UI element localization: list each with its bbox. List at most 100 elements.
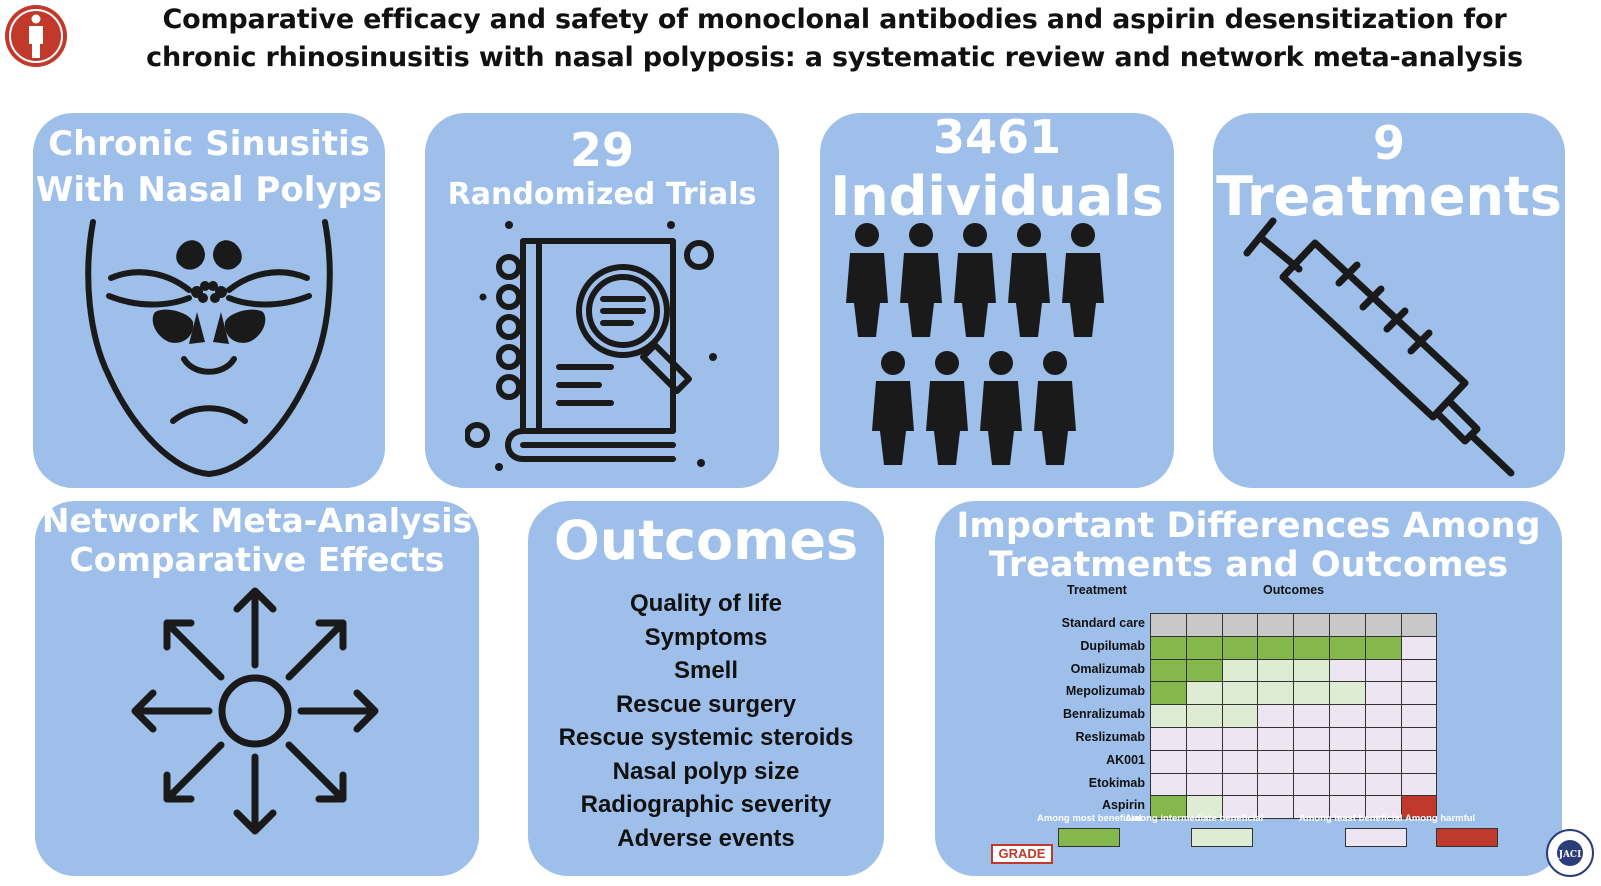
grade-logo: GRADE bbox=[991, 844, 1053, 864]
journal-seal-text: JACI bbox=[1558, 850, 1582, 860]
crswnp-card: Chronic Sinusitis With Nasal Polyps bbox=[33, 113, 385, 488]
grid-cell bbox=[1329, 658, 1366, 683]
grid-cell bbox=[1257, 681, 1295, 706]
grid-cell bbox=[1150, 772, 1187, 797]
grid-cell bbox=[1293, 635, 1330, 660]
title-line-2: chronic rhinosinusitis with nasal polypo… bbox=[146, 42, 1523, 73]
grid-cell bbox=[1293, 749, 1330, 774]
treatment-label: Etokimab bbox=[1088, 775, 1145, 790]
treatments-label: Treatments bbox=[1216, 165, 1562, 228]
grid-cell bbox=[1257, 613, 1295, 637]
individuals-number: 3461 bbox=[932, 113, 1062, 164]
nma-title-line-1: Network Meta-Analysis bbox=[41, 501, 473, 540]
legend-swatch bbox=[1058, 828, 1120, 847]
crswnp-title-line-1: Chronic Sinusitis bbox=[48, 124, 370, 164]
grid-cell bbox=[1221, 658, 1259, 683]
grid-cell bbox=[1400, 727, 1438, 751]
outcome-item: Smell bbox=[673, 657, 739, 684]
outcome-item: Nasal polyp size bbox=[612, 757, 800, 785]
individuals-card: 3461 Individuals bbox=[820, 113, 1174, 488]
grid-cell bbox=[1185, 749, 1223, 774]
grid-cell bbox=[1364, 635, 1402, 660]
grid-cell bbox=[1329, 635, 1366, 660]
legend-label: Among most beneficial bbox=[1037, 813, 1142, 824]
grid-cell bbox=[1293, 772, 1330, 797]
grid-cell bbox=[1185, 772, 1223, 797]
grid-cell bbox=[1293, 613, 1330, 637]
outcomes-column-header: Outcomes bbox=[1263, 583, 1325, 597]
journal-seal-icon: JACI bbox=[1546, 829, 1594, 877]
grid-cell bbox=[1150, 727, 1187, 751]
grid-cell bbox=[1364, 704, 1402, 728]
grid-cell bbox=[1150, 749, 1187, 774]
grid-cell bbox=[1150, 613, 1187, 637]
outcome-item: Radiographic severity bbox=[580, 791, 832, 818]
treatment-label: Reslizumab bbox=[1075, 730, 1145, 744]
treatment-label: Benralizumab bbox=[1063, 707, 1145, 722]
grid-cell bbox=[1400, 613, 1438, 637]
grid-cell bbox=[1329, 704, 1366, 728]
grid-cell bbox=[1257, 749, 1295, 774]
trials-label: Randomized Trials bbox=[447, 177, 757, 212]
legend-label: Among least beneficial bbox=[1299, 813, 1403, 824]
legend-swatch bbox=[1191, 828, 1253, 847]
grid-cell bbox=[1329, 613, 1366, 637]
grid-cell bbox=[1221, 681, 1259, 706]
treatment-label: Standard care bbox=[1061, 616, 1145, 630]
treatment-label: Aspirin bbox=[1101, 798, 1145, 813]
outcomes-card: Outcomes Quality of life Symptoms Smell … bbox=[528, 501, 884, 876]
grid-cell bbox=[1293, 681, 1330, 706]
trials-number: 29 bbox=[569, 123, 634, 177]
grid-cell bbox=[1221, 704, 1259, 728]
grid-cell bbox=[1150, 658, 1187, 683]
grid-cell bbox=[1150, 635, 1187, 660]
grid-cell bbox=[1257, 635, 1295, 660]
outcomes-title: Outcomes bbox=[553, 509, 859, 572]
treatment-label: AK001 bbox=[1106, 752, 1145, 767]
face-sinus-icon bbox=[85, 219, 333, 477]
grid-cell bbox=[1257, 704, 1295, 728]
differences-title-line-1: Important Differences Among bbox=[956, 506, 1541, 546]
outcome-item: Adverse events bbox=[617, 824, 795, 852]
grid-cell bbox=[1329, 772, 1366, 797]
grid-cell bbox=[1400, 658, 1438, 683]
grid-cell bbox=[1293, 727, 1330, 751]
grid-cell bbox=[1400, 749, 1438, 774]
grid-cell bbox=[1221, 635, 1259, 660]
grid-cell bbox=[1185, 704, 1223, 728]
grid-cell bbox=[1221, 613, 1259, 637]
crswnp-title: Chronic Sinusitis With Nasal Polyps bbox=[33, 121, 385, 213]
treatment-column-header: Treatment bbox=[1067, 583, 1127, 597]
book-magnifier-icon bbox=[465, 221, 717, 471]
grid-cell bbox=[1185, 727, 1223, 751]
grid-cell bbox=[1257, 772, 1295, 797]
grid-cell bbox=[1221, 749, 1259, 774]
grid-cell bbox=[1221, 727, 1259, 751]
grid-cell bbox=[1400, 681, 1438, 706]
crswnp-title-line-2: With Nasal Polyps bbox=[35, 170, 383, 210]
grid-cell bbox=[1364, 613, 1402, 637]
legend-label: Among intermediate beneficial bbox=[1125, 813, 1264, 824]
arrows-out-icon bbox=[131, 587, 379, 835]
differences-title-line-2: Treatments and Outcomes bbox=[988, 545, 1509, 585]
grid-cell bbox=[1150, 704, 1187, 728]
treatment-label: Mepolizumab bbox=[1065, 684, 1145, 699]
treatment-label: Dupilumab bbox=[1080, 638, 1145, 653]
treatments-number: 9 bbox=[1372, 116, 1405, 170]
grid-cell bbox=[1185, 635, 1223, 660]
person-icon bbox=[5, 5, 67, 67]
grid-cell bbox=[1329, 681, 1366, 706]
grid-cell bbox=[1257, 658, 1295, 683]
nma-title-line-2: Comparative Effects bbox=[69, 540, 445, 579]
legend-swatch bbox=[1345, 828, 1407, 847]
grid-cell bbox=[1329, 727, 1366, 751]
grid-cell bbox=[1329, 749, 1366, 774]
outcome-item: Rescue systemic steroids bbox=[558, 724, 854, 751]
grid-cell bbox=[1185, 613, 1223, 637]
outcome-item: Symptoms bbox=[644, 623, 768, 651]
outcome-item: Rescue surgery bbox=[615, 690, 797, 718]
people-icon bbox=[846, 223, 1104, 465]
legend-swatch bbox=[1436, 828, 1498, 847]
differences-title: Important Differences Among Treatments a… bbox=[935, 507, 1562, 585]
grid-cell bbox=[1364, 749, 1402, 774]
